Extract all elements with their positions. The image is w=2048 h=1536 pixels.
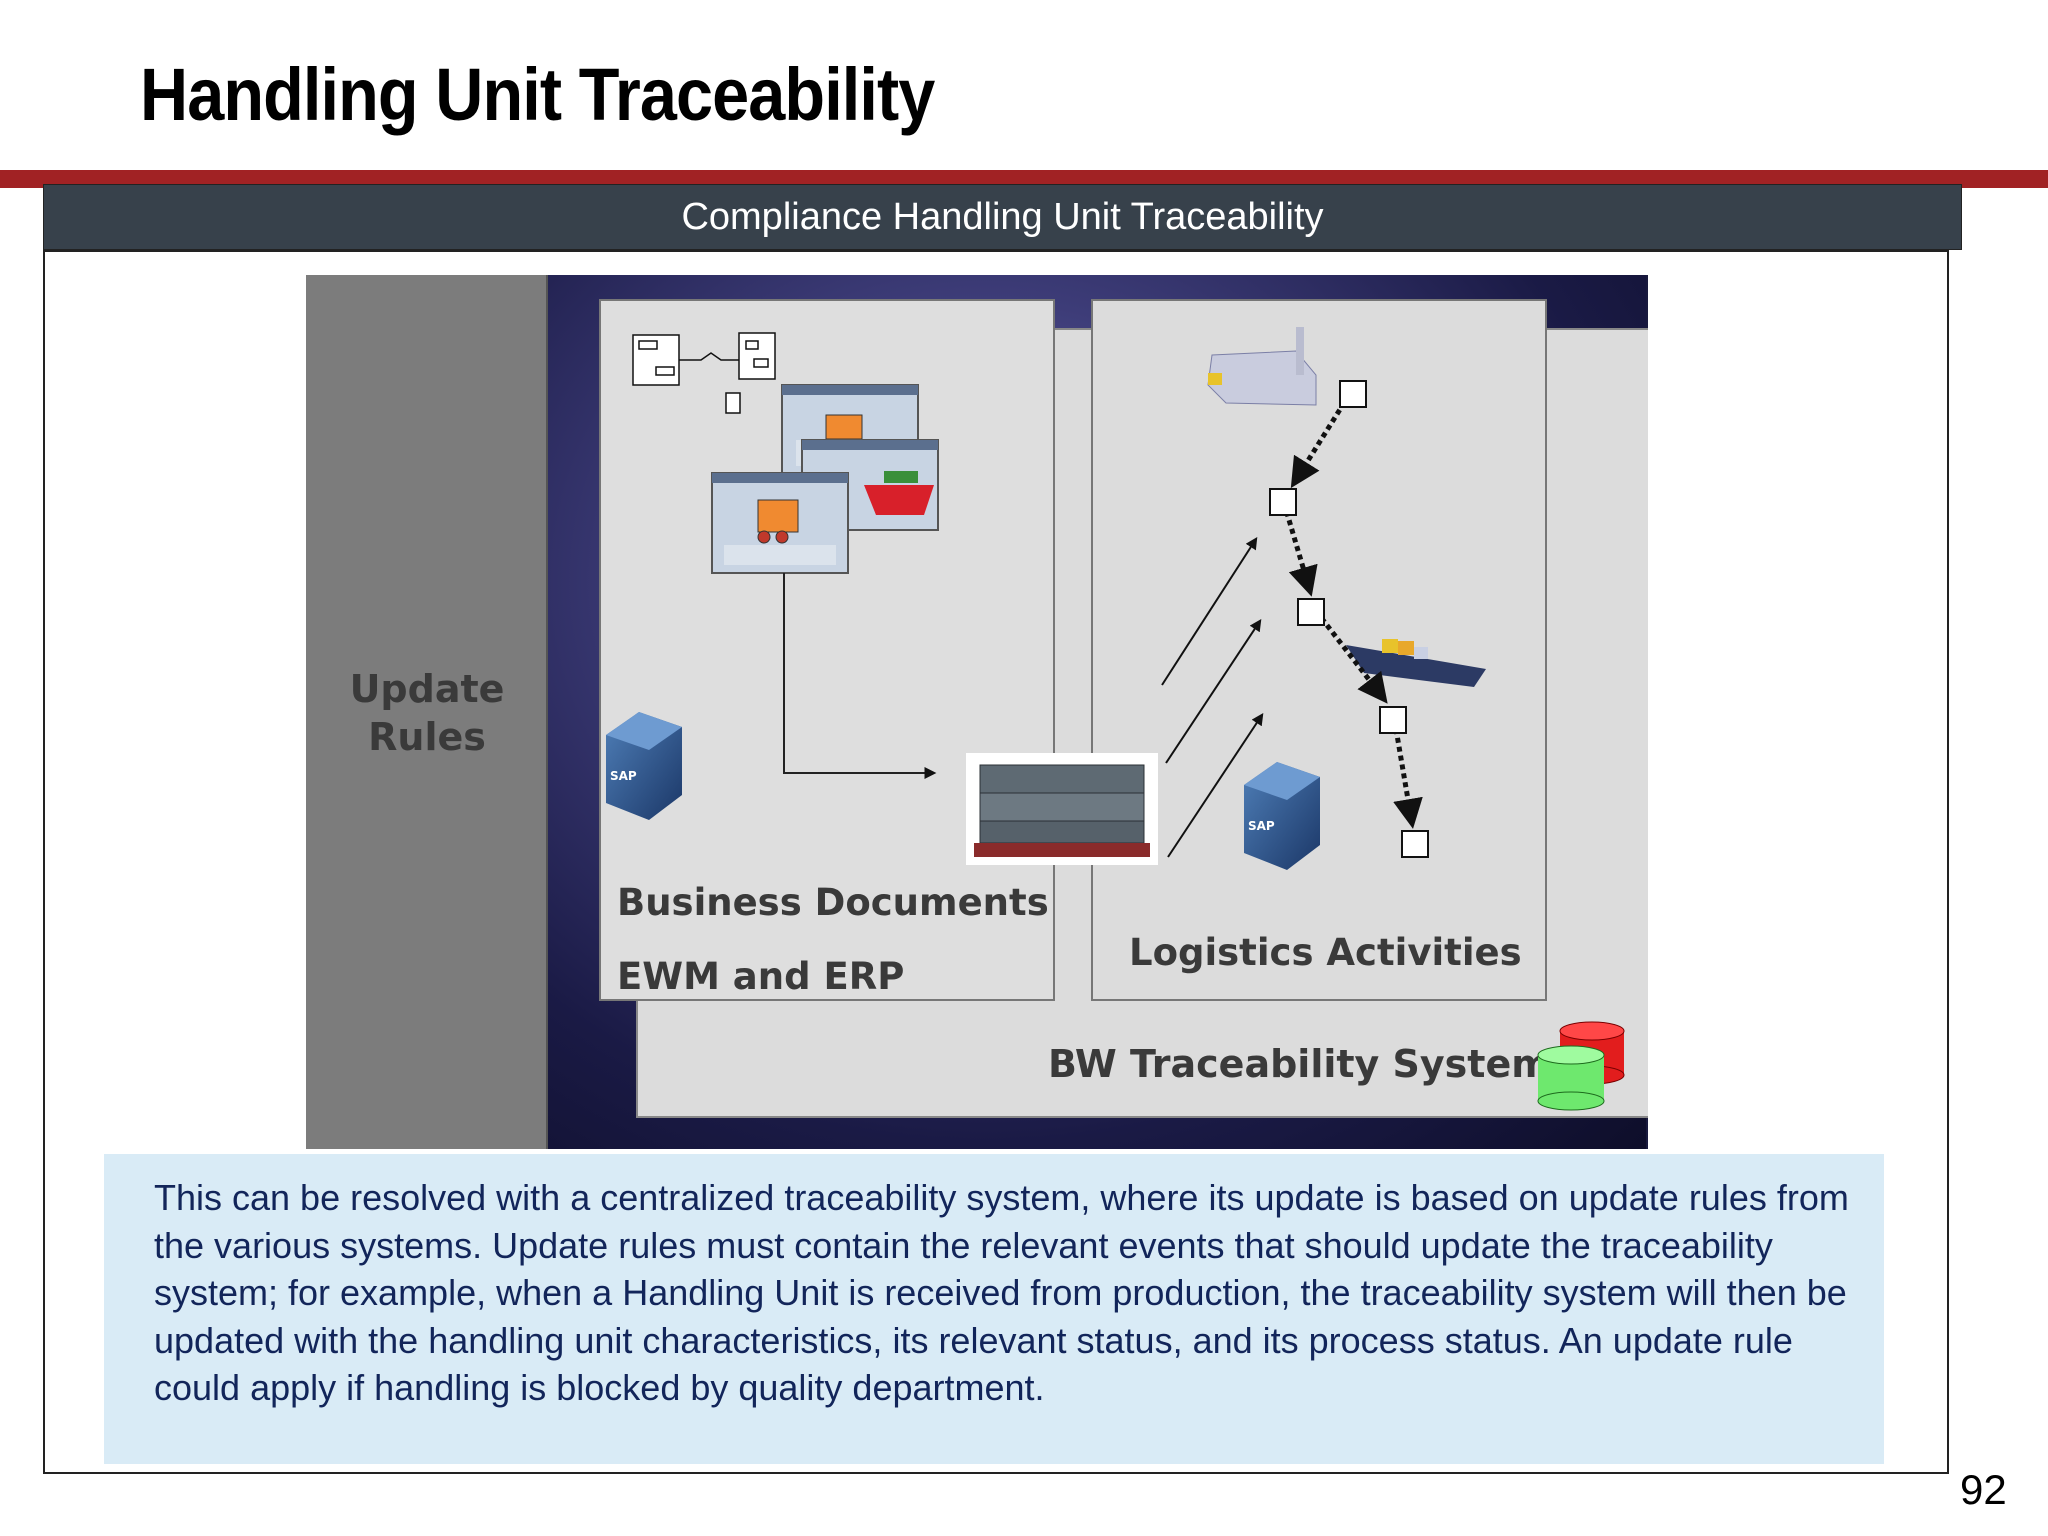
section-header: Compliance Handling Unit Traceability xyxy=(43,184,1962,250)
explanation-text: This can be resolved with a centralized … xyxy=(104,1154,1884,1464)
page-number: 92 xyxy=(1960,1466,2007,1513)
diagram-graphics: SAP SAP xyxy=(606,327,1625,1111)
factory-icon xyxy=(1207,327,1317,406)
business-documents-label: Business Documents xyxy=(617,881,1049,924)
sap-cube-icon: SAP xyxy=(606,712,682,820)
svg-text:SAP: SAP xyxy=(610,769,637,783)
pallet-icon xyxy=(966,753,1158,865)
update-rules-label: Update Rules xyxy=(349,667,505,759)
traceability-diagram: Update Rules BW Traceability System Busi… xyxy=(306,275,1648,1149)
ewm-erp-label: EWM and ERP xyxy=(617,955,905,998)
ship-icon xyxy=(1346,639,1486,687)
title-divider xyxy=(0,170,2048,188)
logistics-route xyxy=(1269,380,1429,858)
page-title: Handling Unit Traceability xyxy=(140,53,935,136)
svg-text:SAP: SAP xyxy=(1248,819,1275,833)
bw-system-label: BW Traceability System xyxy=(1048,1042,1551,1086)
sap-cube-icon: SAP xyxy=(1244,762,1320,870)
truck-icon xyxy=(711,472,849,574)
logistics-panel: Logistics Activities xyxy=(1091,299,1547,1001)
flowchart-icon xyxy=(632,332,776,414)
update-rules-column: Update Rules xyxy=(306,275,548,1149)
logistics-label: Logistics Activities xyxy=(1129,931,1522,974)
database-icon xyxy=(1537,1021,1625,1111)
